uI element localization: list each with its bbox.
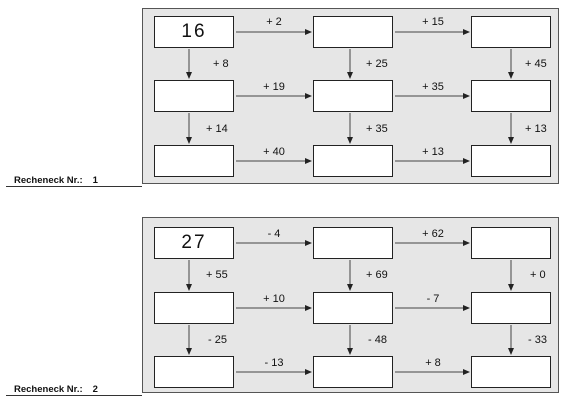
r2-label-text: Recheneck Nr.: (14, 384, 83, 395)
r2-op-h-2-1: + 8 (425, 357, 441, 369)
r2-op-v-1-1: - 48 (368, 334, 387, 346)
r1-op-h-1-0: + 19 (263, 81, 285, 93)
r2-op-v-0-0: + 55 (206, 269, 228, 281)
r1-cell-1-0[interactable] (154, 80, 234, 112)
r1-cell-2-2[interactable] (471, 145, 551, 177)
r2-cell-1-2[interactable] (471, 292, 551, 324)
r2-cell-2-0[interactable] (154, 356, 234, 388)
r1-op-v-0-2: + 45 (525, 58, 547, 70)
r1-cell-2-1[interactable] (313, 145, 393, 177)
r2-cell-2-2[interactable] (471, 356, 551, 388)
r1-op-h-0-1: + 15 (422, 16, 444, 28)
r1-cell-0-0 (154, 16, 234, 48)
r1-op-h-1-1: + 35 (422, 81, 444, 93)
r2-op-v-1-0: - 25 (208, 334, 227, 346)
r1-op-h-2-0: + 40 (263, 146, 285, 158)
r2-cell-0-2[interactable] (471, 227, 551, 259)
r1-op-v-1-2: + 13 (525, 123, 547, 135)
r1-label-text: Recheneck Nr.: (14, 175, 83, 186)
r1-op-h-2-1: + 13 (422, 146, 444, 158)
r2-cell-0-0 (154, 227, 234, 259)
r1-cell-1-2[interactable] (471, 80, 551, 112)
r1-cell-1-1[interactable] (313, 80, 393, 112)
r2-op-h-0-0: - 4 (267, 228, 281, 240)
r1-op-v-0-0: + 8 (213, 58, 229, 70)
r2-op-v-1-2: - 33 (528, 334, 547, 346)
r2-label-number: 2 (92, 384, 98, 395)
r2-op-v-0-1: + 69 (366, 269, 388, 281)
r1-label: Recheneck Nr.: 1 (14, 175, 98, 186)
r2-cell-1-0[interactable] (154, 292, 234, 324)
r1-op-v-0-1: + 25 (366, 58, 388, 70)
r2-label: Recheneck Nr.: 2 (14, 384, 98, 395)
r2-cell-2-1[interactable] (313, 356, 393, 388)
r1-label-number: 1 (92, 175, 98, 186)
r1-op-h-0-0: + 2 (266, 16, 282, 28)
r1-baseline (6, 186, 142, 187)
r2-baseline (6, 395, 142, 396)
r1-start-number: 16 (181, 21, 207, 42)
r2-cell-0-1[interactable] (313, 227, 393, 259)
r2-cell-1-1[interactable] (313, 292, 393, 324)
r1-op-v-1-0: + 14 (206, 123, 228, 135)
r1-cell-0-1[interactable] (313, 16, 393, 48)
r2-op-h-2-0: - 13 (264, 357, 284, 369)
r1-cell-2-0[interactable] (154, 145, 234, 177)
r1-op-v-1-1: + 35 (366, 123, 388, 135)
r2-op-h-0-1: + 62 (422, 228, 444, 240)
r2-start-number: 27 (181, 232, 207, 253)
r2-op-h-1-1: - 7 (426, 293, 440, 305)
r2-op-v-0-2: + 0 (530, 269, 546, 281)
r2-op-h-1-0: + 10 (263, 293, 285, 305)
r1-cell-0-2[interactable] (471, 16, 551, 48)
